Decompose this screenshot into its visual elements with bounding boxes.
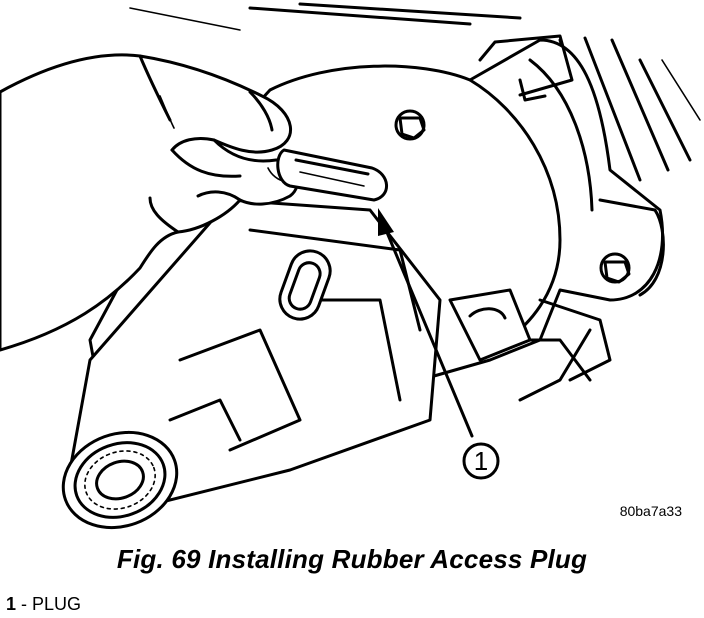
mounting-boss [448,288,532,362]
figure-caption: Fig. 69 Installing Rubber Access Plug [116,544,588,574]
installation-illustration: 1 80ba7a33 [0,2,701,530]
tapered-extension [68,198,442,512]
legend-item-1-label: PLUG [32,594,82,614]
figure-reference-code: 80ba7a33 [620,503,683,519]
callout-1-number: 1 [474,446,488,476]
legend: 1 - PLUG [6,594,81,615]
callout-1: 1 [462,442,500,480]
legend-item-1-separator: - [16,594,33,614]
rubber-access-plug [276,148,388,202]
callout-leader [378,208,474,438]
hand [0,53,300,352]
legend-item-1-number: 1 [6,594,17,614]
bearing-end [61,430,179,530]
